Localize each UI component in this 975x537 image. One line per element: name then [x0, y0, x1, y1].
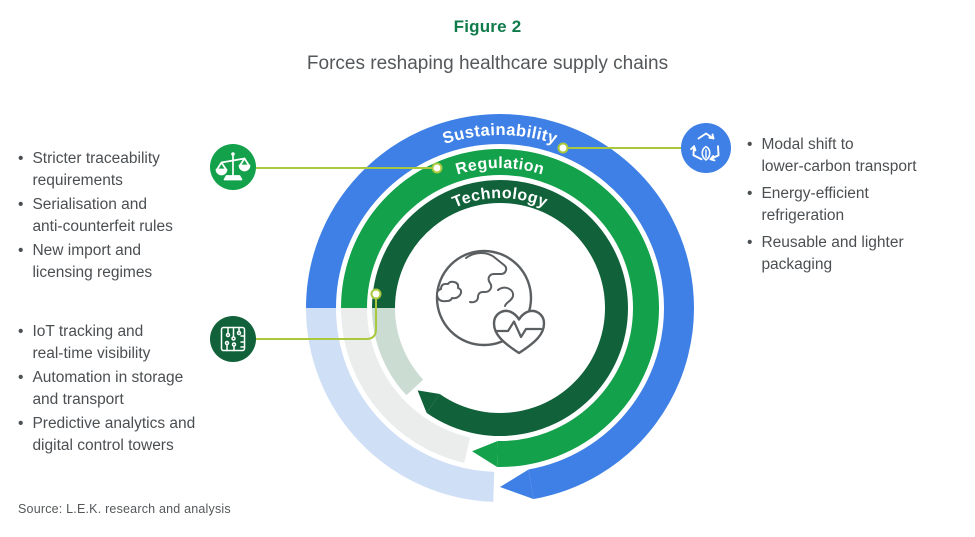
list-item: • Predictive analytics and digital contro… [18, 413, 256, 457]
regulation-arrowhead [472, 441, 498, 467]
bullet-dot: • [747, 234, 753, 251]
sustainability-ring-arc [306, 114, 694, 500]
list-item: • New import and licensing regimes [18, 240, 250, 284]
bullet-dot: • [18, 150, 24, 167]
regulation-ring-tail [341, 307, 471, 463]
bullet-text: Modal shift to lower-carbon transport [761, 136, 917, 175]
regulation-connector-dot [431, 162, 443, 174]
globe-continent-hook [497, 286, 515, 307]
list-item: • Stricter traceability requirements [18, 148, 250, 192]
bullet-text: IoT tracking and real-time visibility [32, 323, 151, 362]
technology-connector [255, 299, 377, 340]
regulation-ring-arc [341, 149, 659, 467]
globe-continent-left [436, 280, 463, 303]
bullet-text: Predictive analytics and digital control… [32, 415, 196, 454]
list-item: • Energy-efficient refrigeration [747, 183, 965, 227]
technology-ring-tail [372, 307, 424, 396]
recycle-leaf-icon [681, 123, 731, 173]
circuit-board-icon [210, 316, 256, 362]
bullet-text: Automation in storage and transport [32, 369, 184, 408]
bullet-dot: • [18, 369, 24, 386]
technology-ring-arc [372, 180, 628, 436]
bullet-text: Energy-efficient refrigeration [761, 185, 869, 224]
bullet-dot: • [747, 185, 753, 202]
bullet-dot: • [747, 136, 753, 153]
regulation-panel: • Stricter traceability requirements • Seri… [18, 148, 250, 286]
list-item: • Modal shift to lower-carbon transport [747, 134, 965, 178]
list-item: • Automation in storage and transport [18, 367, 256, 411]
sustainability-arrowhead [500, 469, 534, 500]
technology-panel: • IoT tracking and real-time visibility • A… [18, 321, 256, 459]
sustainability-ring-tail [306, 307, 495, 502]
globe-heartbeat-icon [435, 249, 546, 355]
technology-arrowhead [417, 390, 440, 413]
source-note: Source: L.E.K. research and analysis [18, 502, 231, 516]
list-item: • Reusable and lighter packaging [747, 232, 965, 276]
bullet-dot: • [18, 196, 24, 213]
list-item: • Serialisation and anti-counterfeit rule… [18, 194, 250, 238]
technology-connector-dot [370, 288, 382, 300]
bullet-dot: • [18, 415, 24, 432]
figure-title: Forces reshaping healthcare supply chain… [306, 53, 669, 74]
figure-label: Figure 2 [453, 17, 522, 36]
bullet-dot: • [18, 242, 24, 259]
bullet-text: New import and licensing regimes [32, 242, 153, 281]
globe-continent-right [465, 252, 508, 304]
bullet-dot: • [18, 323, 24, 340]
bullet-text: Stricter traceability requirements [32, 150, 160, 189]
bullet-text: Reusable and lighter packaging [761, 234, 904, 273]
scales-icon [210, 144, 256, 190]
sustainability-connector-dot [557, 142, 569, 154]
list-item: • IoT tracking and real-time visibility [18, 321, 256, 365]
sustainability-panel: • Modal shift to lower-carbon transport • E… [747, 134, 965, 281]
heartbeat-pulse-line [495, 320, 543, 339]
bullet-text: Serialisation and anti-counterfeit rules [32, 196, 173, 235]
